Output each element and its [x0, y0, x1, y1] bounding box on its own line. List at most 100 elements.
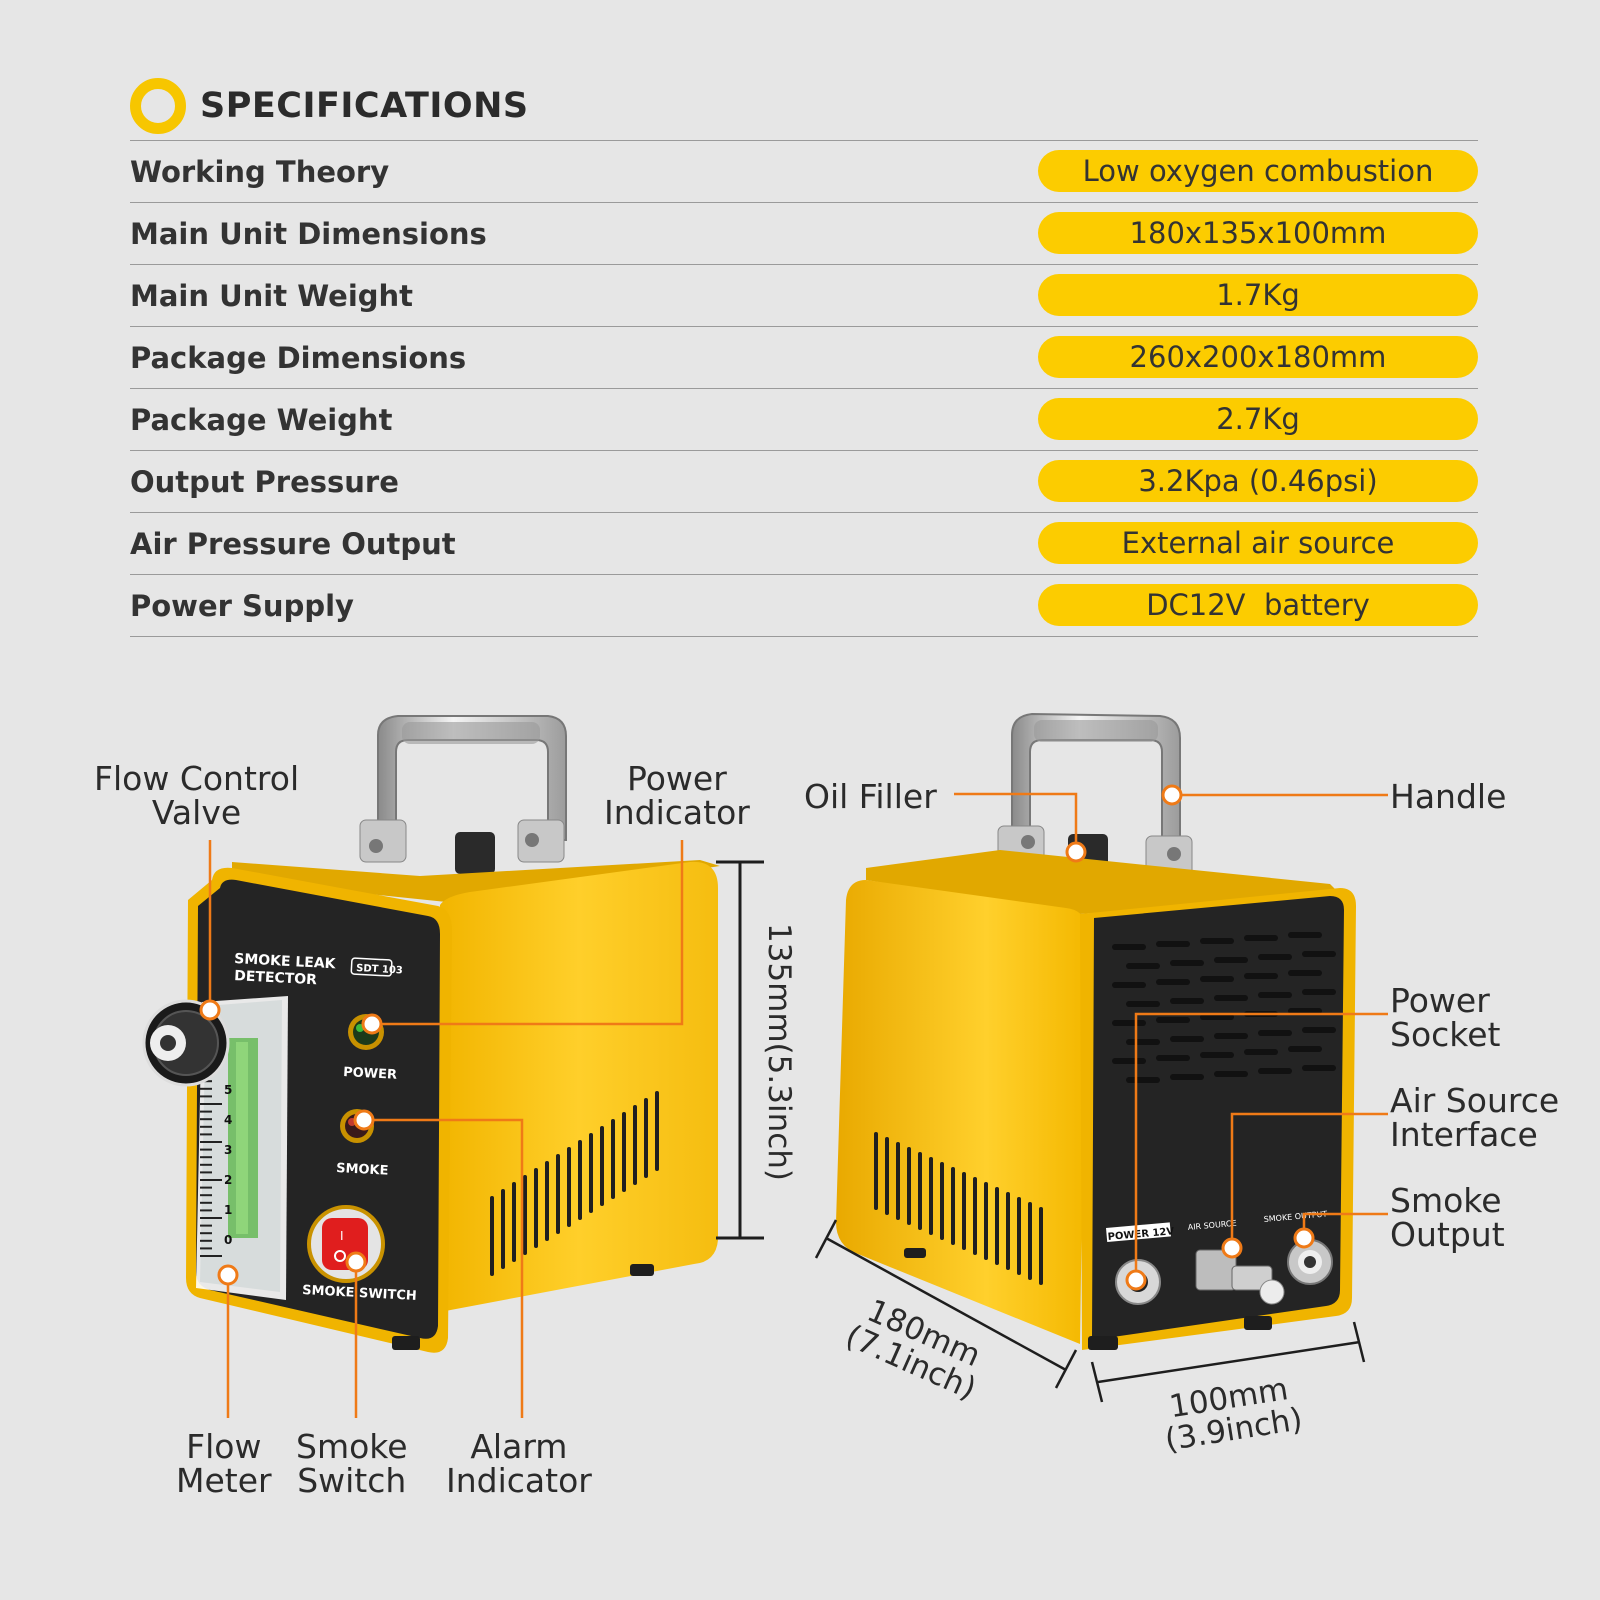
- vent-slot: [1170, 998, 1204, 1004]
- spec-value: 260x200x180mm: [1038, 336, 1478, 378]
- switch-on-mark: I: [340, 1229, 344, 1243]
- specifications-header: SPECIFICATIONS: [130, 78, 529, 134]
- smoke-output-port[interactable]: [1287, 1239, 1333, 1285]
- scale-number: 0: [224, 1233, 232, 1247]
- vent-slot: [951, 1167, 955, 1245]
- callout-alarm-indicator: Alarm Indicator: [446, 1427, 592, 1500]
- vent-slot: [1200, 1014, 1234, 1020]
- vent-slot: [1006, 1192, 1010, 1270]
- spec-label: Main Unit Dimensions: [130, 217, 487, 251]
- vent-slot: [1288, 970, 1322, 976]
- vent-slot: [1214, 1071, 1248, 1077]
- spec-label: Package Dimensions: [130, 341, 467, 375]
- vent-slot: [1244, 973, 1278, 979]
- vent-slot: [556, 1154, 560, 1234]
- vent-slot: [1156, 1055, 1190, 1061]
- vent-slot: [1126, 1077, 1160, 1083]
- spec-row: Package Dimensions 260x200x180mm: [130, 327, 1478, 389]
- hinge: [517, 819, 565, 863]
- side-vents: [490, 1091, 659, 1276]
- vent-slot: [611, 1119, 615, 1199]
- flow-control-valve-knob[interactable]: [142, 999, 230, 1087]
- spec-label: Main Unit Weight: [130, 279, 414, 313]
- vent-slot: [918, 1152, 922, 1230]
- scale-number: 5: [224, 1083, 232, 1097]
- vent-slot: [512, 1182, 516, 1262]
- scale-number: 2: [224, 1173, 232, 1187]
- vent-slot: [1258, 1030, 1292, 1036]
- circle-icon: [130, 78, 186, 134]
- vent-slot: [1200, 976, 1234, 982]
- hinge: [359, 819, 407, 863]
- smoke-label: SMOKE: [336, 1161, 389, 1179]
- vent-slot: [600, 1126, 604, 1206]
- vent-slot: [1126, 1001, 1160, 1007]
- vent-slot: [1039, 1207, 1043, 1285]
- scale-number: 1: [224, 1203, 232, 1217]
- callout-smoke-output: Smoke Output: [1390, 1181, 1505, 1254]
- vent-slot: [1112, 982, 1146, 988]
- smoke-switch[interactable]: I: [307, 1205, 385, 1283]
- vent-slot: [655, 1091, 659, 1171]
- model-badge: SDT 103: [356, 963, 403, 976]
- vent-slot: [1200, 1052, 1234, 1058]
- spec-value: 180x135x100mm: [1038, 212, 1478, 254]
- vent-slot: [1244, 1049, 1278, 1055]
- vent-slot: [1214, 1033, 1248, 1039]
- vent-slot: [1156, 979, 1190, 985]
- vent-slot: [1126, 963, 1160, 969]
- vent-slot: [1214, 995, 1248, 1001]
- scale-number: 3: [224, 1143, 232, 1157]
- vent-slot: [1258, 992, 1292, 998]
- vent-slot: [1112, 1020, 1146, 1026]
- spec-value: External air source: [1038, 522, 1478, 564]
- vent-slot: [929, 1157, 933, 1235]
- smoke-switch-label: SMOKE SWITCH: [302, 1283, 417, 1304]
- spec-value: 3.2Kpa (0.46psi): [1038, 460, 1478, 502]
- vent-slot: [1156, 1017, 1190, 1023]
- air-source-interface[interactable]: [1195, 1249, 1285, 1305]
- vent-slot: [1156, 941, 1190, 947]
- vent-slot: [1112, 1058, 1146, 1064]
- spec-label: Package Weight: [130, 403, 393, 437]
- vent-slot: [501, 1189, 505, 1269]
- vent-slot: [1170, 1074, 1204, 1080]
- vent-slot: [962, 1172, 966, 1250]
- vent-slot: [984, 1182, 988, 1260]
- callout-handle: Handle: [1390, 777, 1507, 816]
- spec-value: DC12V battery: [1038, 584, 1478, 626]
- vent-slot: [995, 1187, 999, 1265]
- vent-slot: [896, 1142, 900, 1220]
- switch-off-mark: [334, 1250, 346, 1262]
- spec-label: Air Pressure Output: [130, 527, 456, 561]
- spec-row: Main Unit Weight 1.7Kg: [130, 265, 1478, 327]
- callout-air-source-interface: Air Source Interface: [1390, 1081, 1560, 1154]
- vent-slot: [523, 1175, 527, 1255]
- vent-slot: [545, 1161, 549, 1241]
- vent-slot: [1302, 951, 1336, 957]
- spec-row: Package Weight 2.7Kg: [130, 389, 1478, 451]
- spec-label: Working Theory: [130, 155, 390, 189]
- spec-row: Working Theory Low oxygen combustion: [130, 141, 1478, 203]
- scale-number: 4: [224, 1113, 232, 1127]
- vent-slot: [1244, 935, 1278, 941]
- vent-slot: [1170, 960, 1204, 966]
- height-dimension-label: 135mm(5.3inch): [761, 922, 798, 1182]
- power-label: POWER: [343, 1065, 398, 1083]
- callout-power-indicator: Power Indicator: [604, 759, 750, 832]
- vent-slot: [973, 1177, 977, 1255]
- vent-slot: [589, 1133, 593, 1213]
- vent-slot: [874, 1132, 878, 1210]
- back-side-panel: [836, 880, 1086, 1344]
- front-callout-lines: [208, 840, 684, 1418]
- vent-slot: [1170, 1036, 1204, 1042]
- width-dimension-bar: [1090, 1321, 1366, 1403]
- length-dimension-bar: [814, 1219, 1078, 1389]
- spec-table: Working Theory Low oxygen combustion Mai…: [130, 140, 1478, 637]
- vent-slot: [622, 1112, 626, 1192]
- vent-slot: [1302, 989, 1336, 995]
- vent-slot: [1288, 1008, 1322, 1014]
- oil-cap: [455, 832, 495, 874]
